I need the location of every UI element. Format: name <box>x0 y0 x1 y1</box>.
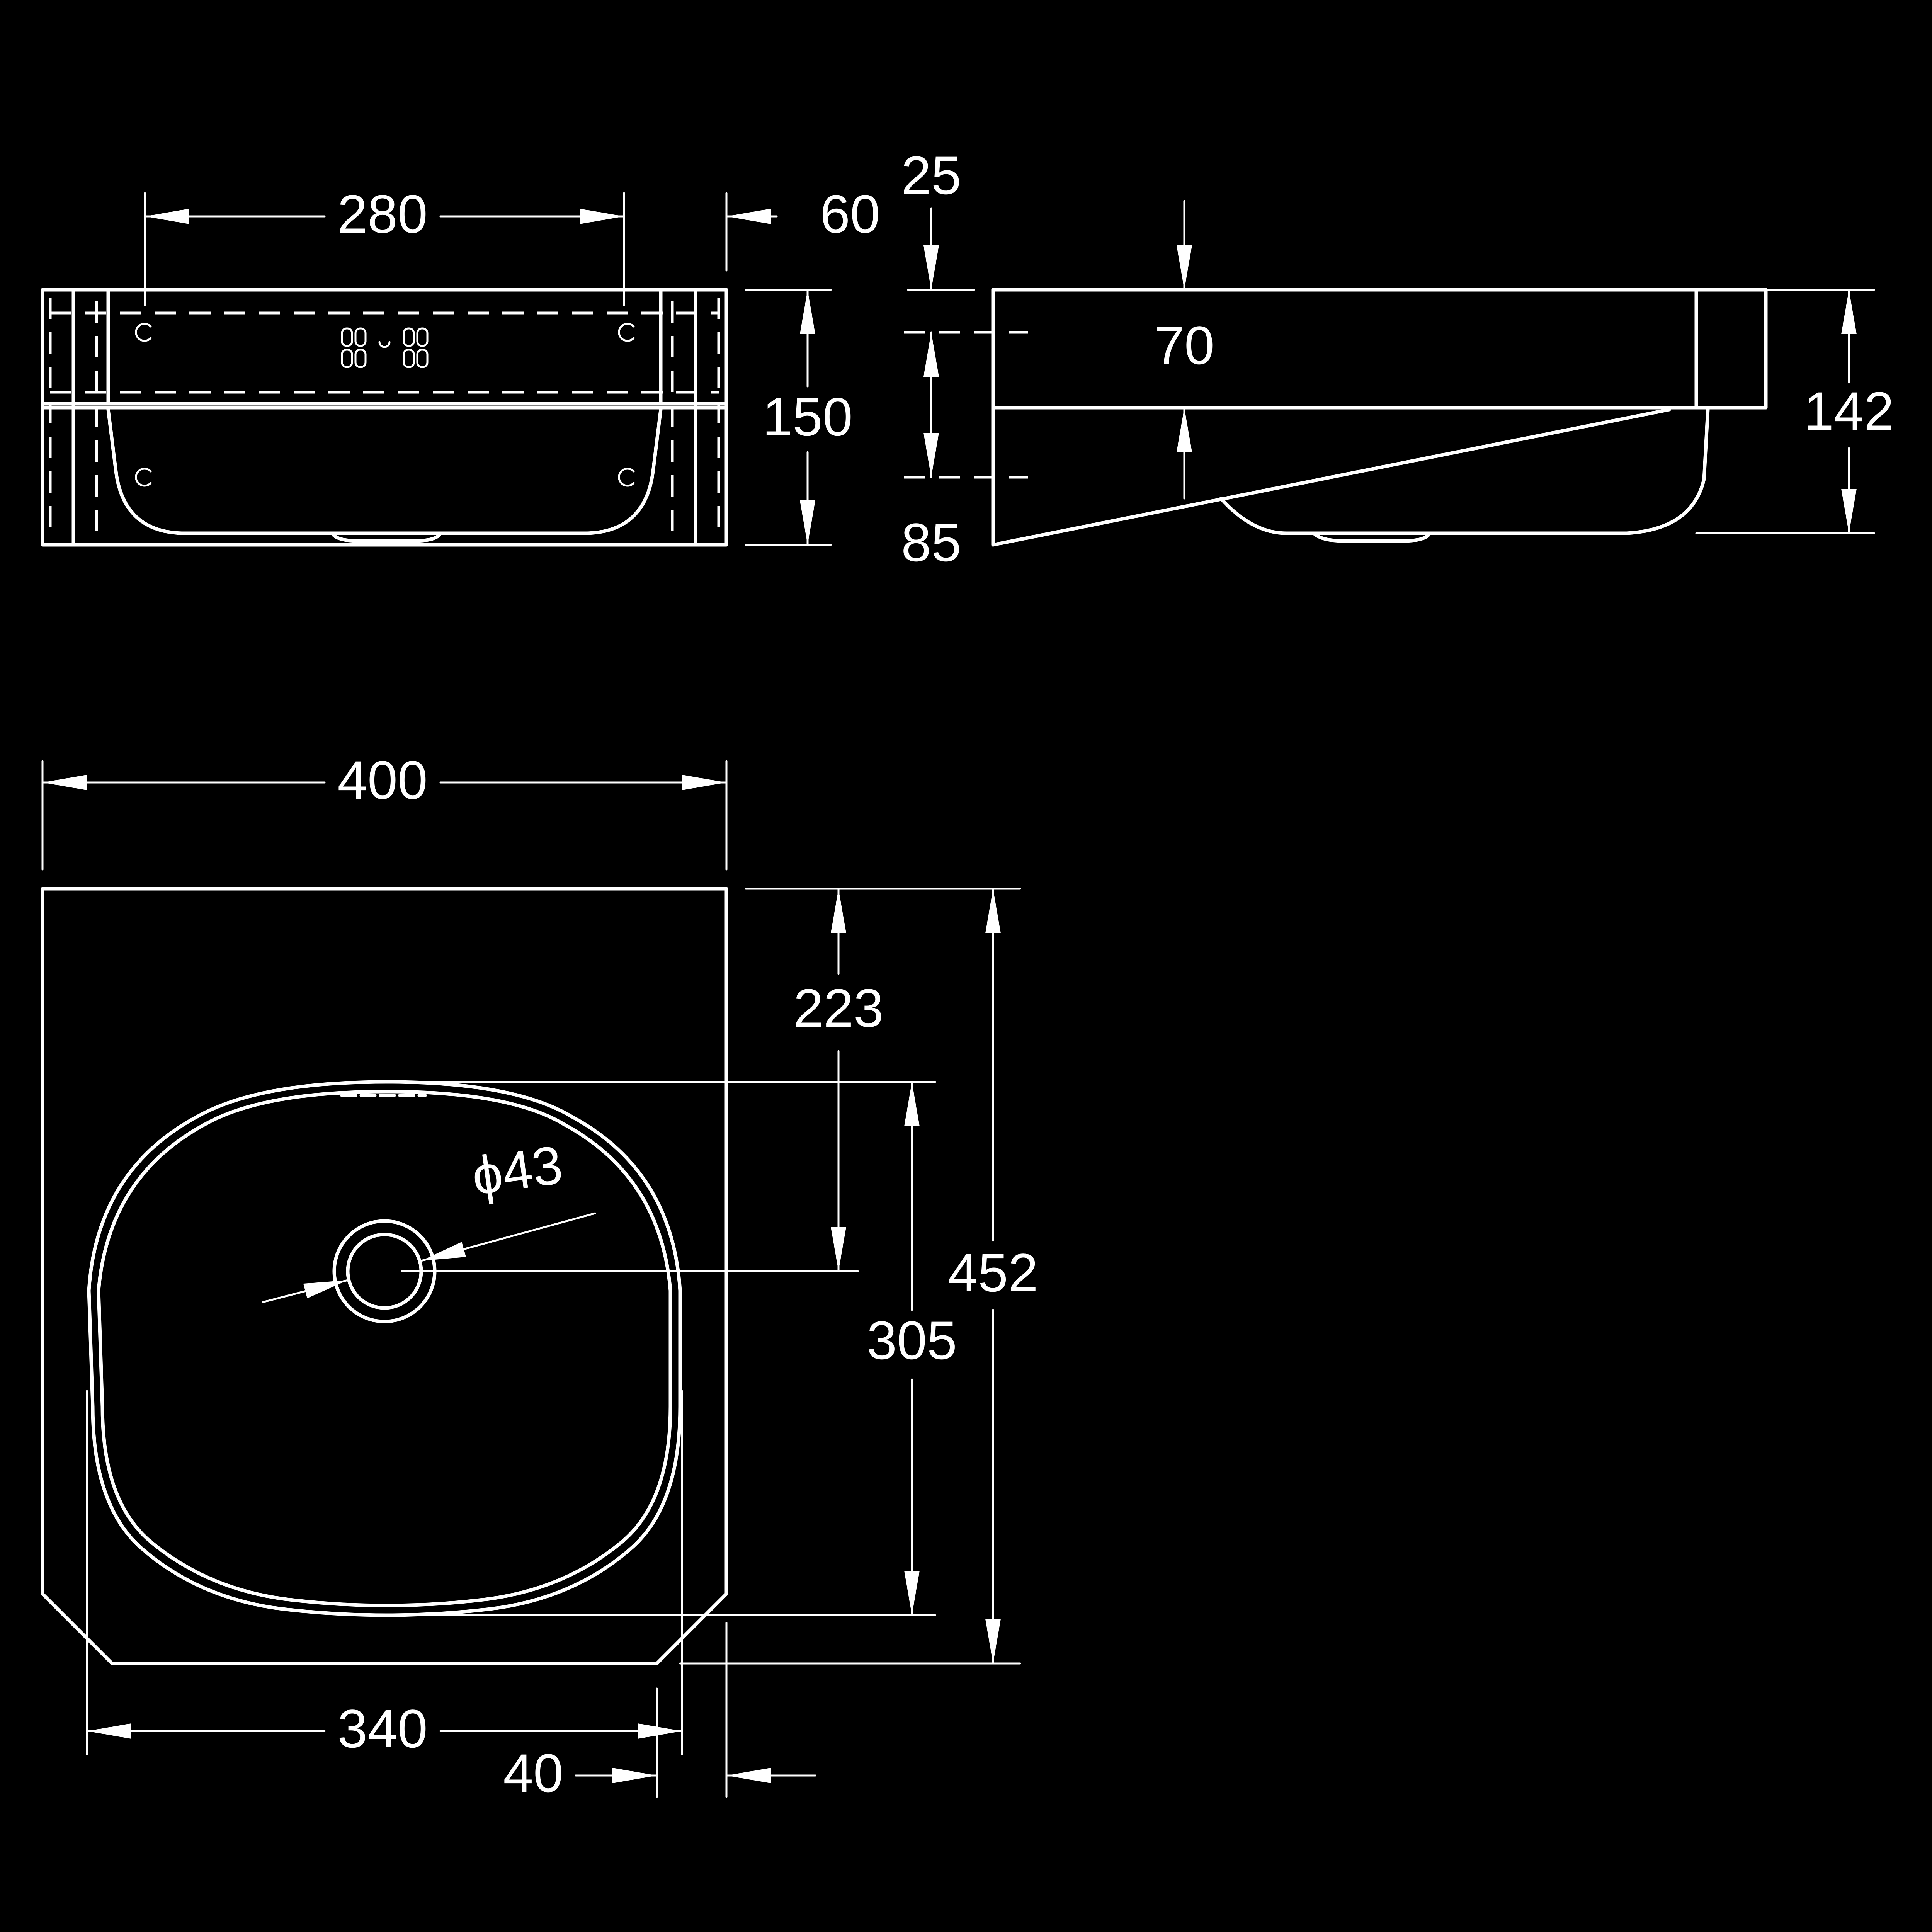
dim-top-width: 400 <box>337 750 428 810</box>
front-mark-c3 <box>135 468 152 487</box>
dim-side-top-offset: 25 <box>901 145 961 206</box>
top-dim-305: 305 <box>385 1081 957 1616</box>
side-view <box>991 288 1875 547</box>
front-dim-150: 150 <box>745 289 853 546</box>
front-dim-280: 280 <box>144 184 625 306</box>
dim-side-bottom-offset: 85 <box>901 512 961 573</box>
top-dim-340: 340 <box>86 1390 683 1759</box>
top-dim-400: 400 <box>41 750 728 871</box>
front-view <box>41 288 728 547</box>
front-drain-bottom <box>330 531 442 543</box>
dim-top-tap-offset: 223 <box>793 978 884 1038</box>
top-view <box>41 887 859 1665</box>
side-dim-70: 70 <box>1154 200 1214 500</box>
dim-front-height: 150 <box>762 386 853 447</box>
top-dim-40: 40 <box>503 1622 816 1803</box>
dim-top-drain-diameter: ϕ43 <box>468 1134 566 1207</box>
top-bowl-inner <box>97 1090 672 1607</box>
top-bowl-outer <box>87 1080 682 1617</box>
side-dim-25-85: 25 85 <box>901 145 1028 573</box>
dim-top-depth: 452 <box>948 1242 1038 1303</box>
front-mark-c4 <box>618 468 635 487</box>
side-drain-bottom <box>1312 531 1432 543</box>
side-dim-142: 142 <box>1804 289 1894 534</box>
top-outline <box>41 887 728 1665</box>
front-bowl-profile <box>106 408 663 535</box>
side-bowl-profile <box>1219 408 1710 535</box>
dim-top-bottom-offset: 40 <box>503 1743 563 1803</box>
front-overflow-slots <box>341 327 429 368</box>
top-dim-drain: ϕ43 <box>262 1134 596 1303</box>
dim-side-rim: 70 <box>1154 315 1214 376</box>
dim-top-bowl-width: 340 <box>337 1698 428 1759</box>
dim-front-inner-width: 280 <box>337 184 428 244</box>
front-outline <box>41 288 728 547</box>
dim-top-bowl-depth: 305 <box>867 1310 957 1371</box>
dim-front-right-offset: 60 <box>820 184 880 244</box>
top-dim-223: 223 <box>745 888 1021 1272</box>
dim-side-height: 142 <box>1804 381 1894 441</box>
side-bracket-slope <box>991 408 1671 547</box>
top-dim-452: 452 <box>679 888 1038 1665</box>
front-mark-c1 <box>135 323 152 342</box>
front-dim-60: 60 <box>725 184 880 272</box>
front-mark-c2 <box>618 323 635 342</box>
